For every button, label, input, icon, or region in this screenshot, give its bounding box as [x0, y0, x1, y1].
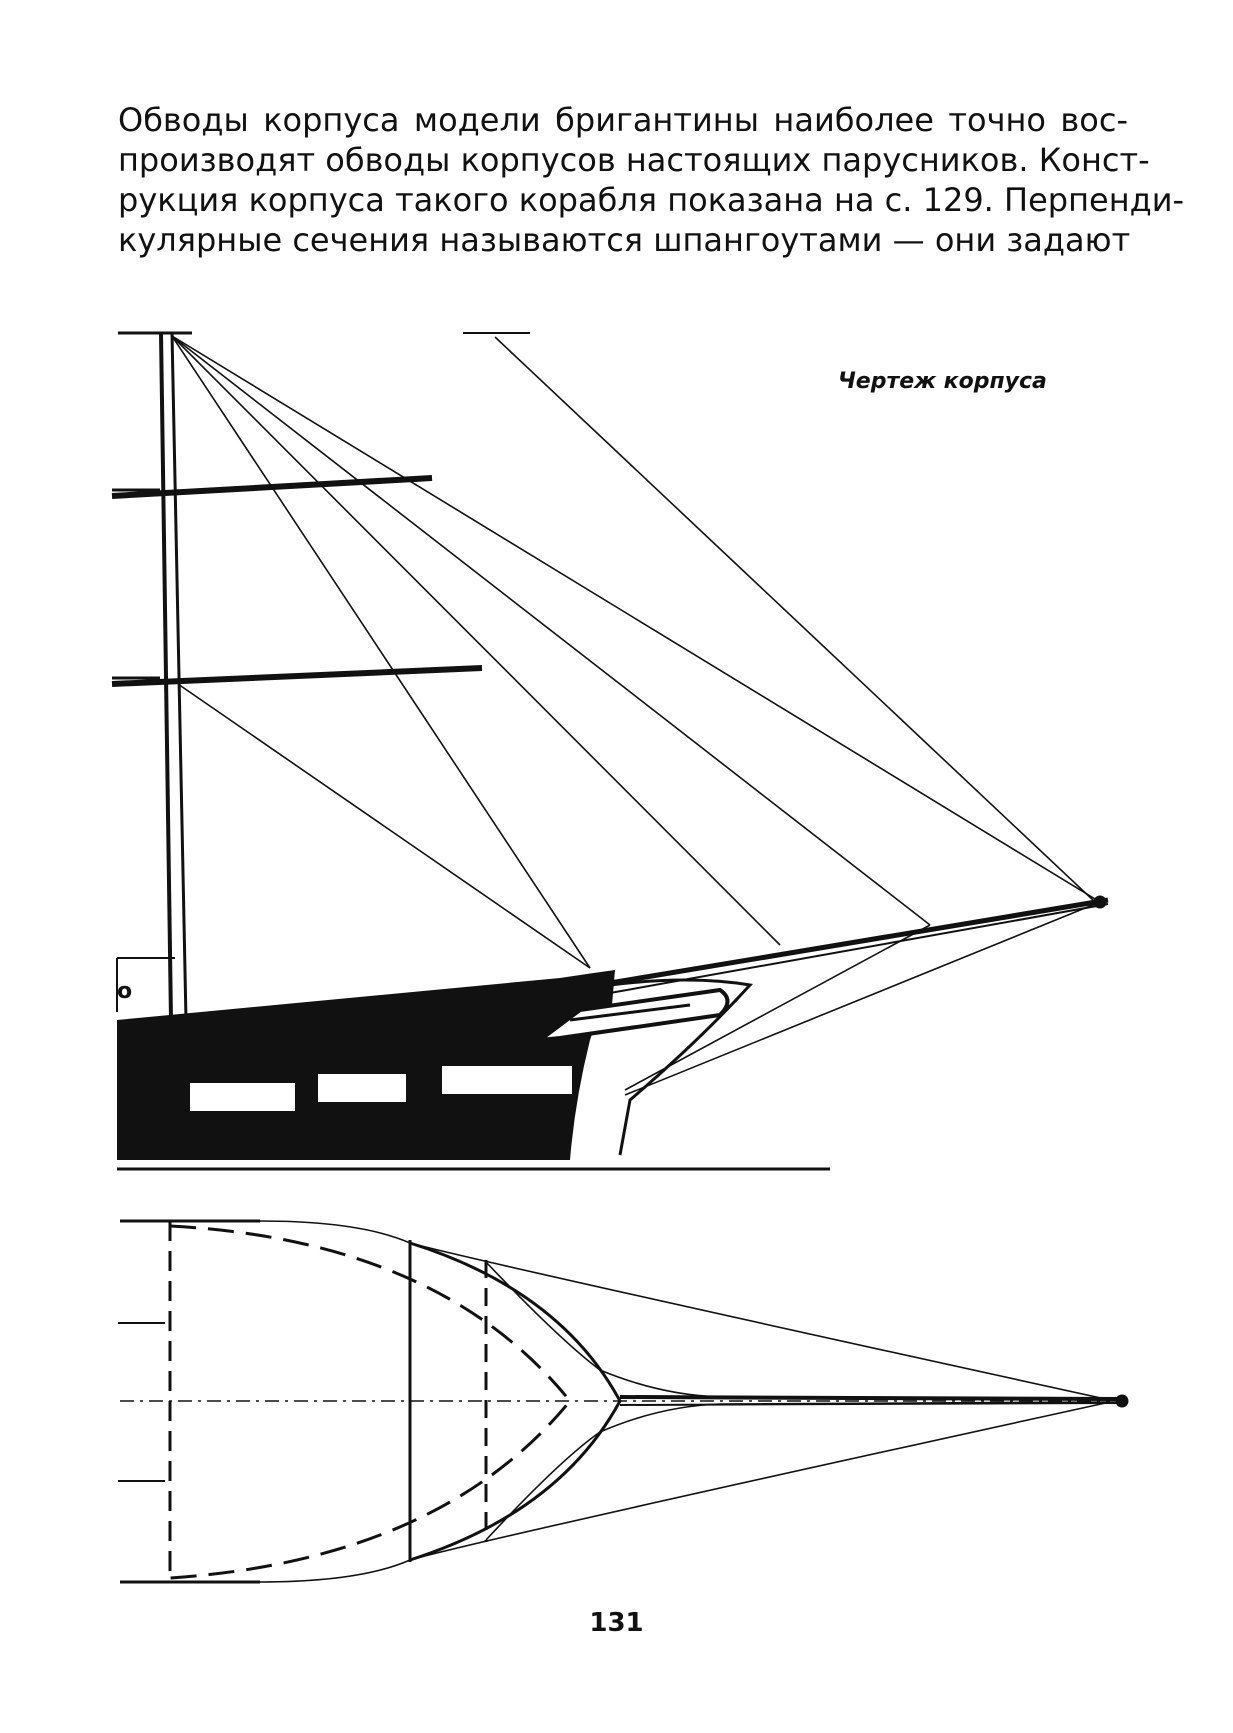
bowsprit	[609, 895, 1109, 994]
bulwark-opening-1	[190, 1083, 295, 1111]
bulwark-opening-2	[318, 1074, 406, 1102]
figure-caption: Чертеж корпуса	[838, 369, 1047, 394]
outer-hull-upper	[259, 1220, 1111, 1401]
plan-view	[118, 1219, 1129, 1584]
paragraph-line-2: производят обводы корпусов настоящих пар…	[118, 141, 1150, 179]
paragraph-line-3: рукция корпуса такого корабля показана н…	[118, 181, 1185, 219]
deck-line-dashed	[169, 1224, 572, 1580]
lower-yard	[111, 665, 483, 687]
foremast	[159, 332, 188, 1021]
rigging	[171, 335, 1101, 1096]
page-number: 131	[589, 1608, 644, 1638]
body-paragraph: Обводы корпуса модели бригантины наиболе…	[118, 100, 1185, 260]
bowsprit-plan	[619, 1394, 1129, 1408]
paragraph-line-1: Обводы корпуса модели бригантины наиболе…	[118, 101, 1128, 139]
porthole-label: о	[117, 979, 132, 1004]
waterline-solid	[409, 1241, 622, 1562]
paragraph-line-4: кулярные сечения называются шпангоутами …	[118, 221, 1131, 259]
deck-rail	[116, 957, 175, 1012]
outer-hull-lower	[259, 1401, 1111, 1583]
bow-flare-lower	[485, 1401, 1111, 1541]
side-view	[111, 331, 1109, 1171]
bulwark-opening-3	[442, 1066, 572, 1094]
hull-body	[117, 970, 753, 1160]
bow-flare-upper	[485, 1261, 1111, 1401]
